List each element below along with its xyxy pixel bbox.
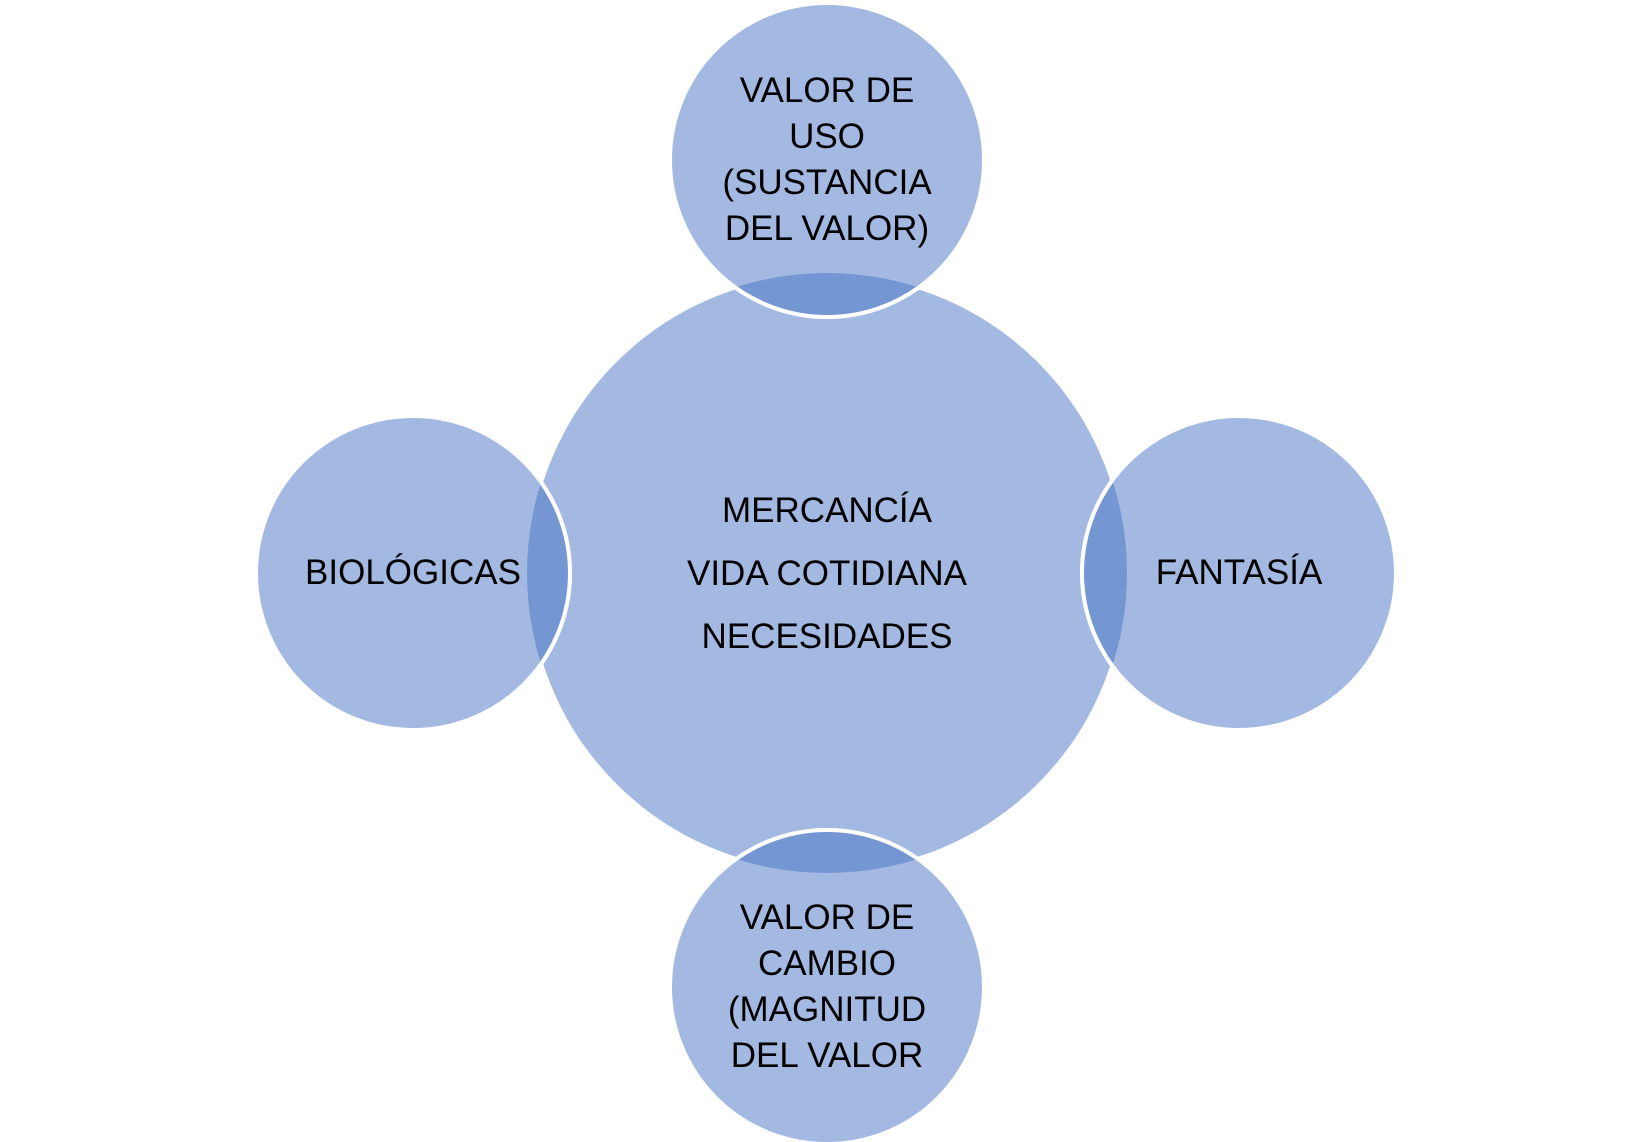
bottom-overlap <box>668 828 986 873</box>
left-circle <box>254 414 572 732</box>
top-circle <box>668 1 986 319</box>
center-circle <box>525 271 1129 875</box>
bottom-circle <box>668 828 986 1142</box>
left-overlap <box>527 414 572 732</box>
top-overlap <box>668 273 986 319</box>
right-overlap <box>1080 414 1127 732</box>
right-circle <box>1080 414 1398 732</box>
